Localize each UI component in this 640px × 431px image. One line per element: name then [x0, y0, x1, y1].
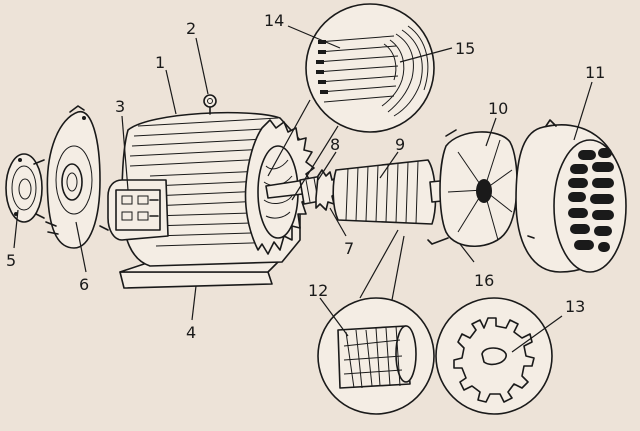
fan-cover	[515, 119, 627, 273]
end-shield	[45, 105, 109, 249]
callout-labels: 1 2 3 4 5 6 7 8 9 10 11 12 13 14 15 16	[6, 11, 605, 342]
callout-15: 15	[455, 39, 475, 58]
callout-8: 8	[330, 135, 340, 154]
callout-4: 4	[186, 323, 196, 342]
callout-5: 5	[6, 251, 16, 270]
callout-6: 6	[79, 275, 89, 294]
callout-16: 16	[474, 271, 494, 290]
rotor-core	[332, 159, 453, 225]
bearing-cap	[5, 153, 45, 223]
rotor-shaft	[265, 169, 339, 211]
callout-9: 9	[395, 135, 405, 154]
callout-12: 12	[308, 281, 328, 300]
callout-10: 10	[488, 99, 508, 118]
terminal-box	[107, 179, 169, 241]
cooling-fan	[427, 129, 518, 248]
callout-11: 11	[585, 63, 605, 82]
callout-1: 1	[155, 53, 165, 72]
callout-3: 3	[115, 97, 125, 116]
callout-13: 13	[565, 297, 585, 316]
callout-leaders	[13, 25, 593, 353]
callout-2: 2	[186, 19, 196, 38]
winding-detail-inset	[267, 3, 435, 201]
callout-14: 14	[264, 11, 284, 30]
rotor-punching-inset	[435, 297, 553, 415]
rotor-cage-inset	[317, 229, 435, 415]
callout-7: 7	[344, 239, 354, 258]
